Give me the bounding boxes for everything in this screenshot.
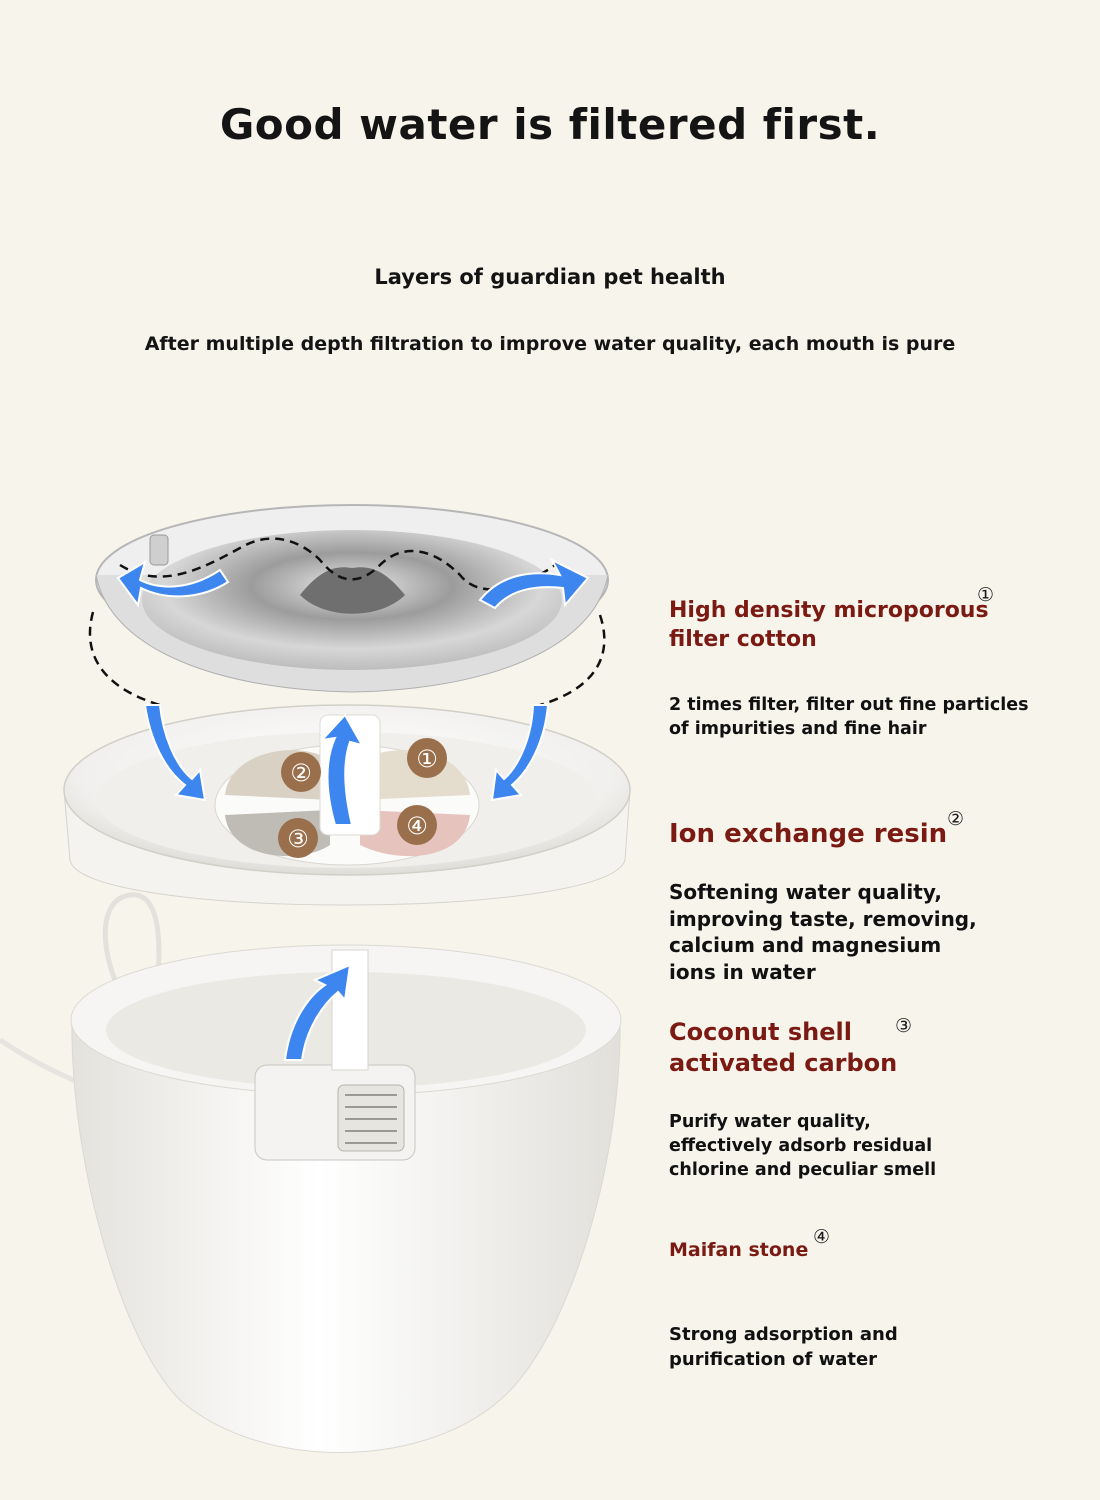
description-line: of impurities and fine hair [669,719,927,739]
feature-number: ③ [895,1015,913,1037]
badge-4: ④ [406,812,428,840]
water-flow-path [88,537,606,707]
feature-title-line: High density microporous [669,598,989,623]
arrow-icon [283,963,352,1061]
description-line: effectively adsorb residual [669,1136,933,1156]
feature-1-description: 2 times filter, filter out fine particle… [669,693,1049,741]
arrow-icon [116,559,230,608]
description-line: purification of water [669,1349,878,1370]
feature-number: ① [977,584,995,606]
feature-title-line: activated carbon [669,1049,898,1077]
description-line: Purify water quality, [669,1112,871,1132]
badge-3: ③ [287,825,309,853]
flow-arrows [116,557,590,1061]
arrow-icon [143,704,207,802]
feature-title-line: Ion exchange resin [669,819,948,849]
feature-2-description: Softening water quality, improving taste… [669,879,1049,985]
arrow-icon [490,704,550,802]
filter-number-badges: ① ② ③ ④ [278,738,447,858]
feature-2: Ion exchange resin ② [669,808,1059,850]
base-container [70,944,622,1453]
section-tagline: After multiple depth filtration to impro… [144,333,956,355]
arrow-icon [319,713,365,826]
description-line: chlorine and peculiar smell [669,1160,937,1180]
feature-1: High density microporous filter cotton ① [669,584,1059,654]
description-line: improving taste, removing, [669,906,977,931]
section-subheading: Layers of guardian pet health [374,265,726,289]
feature-3-description: Purify water quality, effectively adsorb… [669,1110,1049,1182]
feature-title-line: Coconut shell [669,1018,852,1046]
page-headline: Good water is filtered first. [219,100,881,149]
stainless-top-plate [95,504,609,693]
water-fountain-illustration: ① ② ③ ④ [0,504,631,1453]
description-line: Strong adsorption and [669,1324,898,1345]
description-line: 2 times filter, filter out fine particle… [669,695,1029,715]
feature-3: Coconut shell activated carbon ③ [669,1015,1059,1079]
description-line: Softening water quality, [669,880,942,904]
description-line: calcium and magnesium [669,933,942,957]
arrow-icon [478,557,590,610]
feature-title-line: Maifan stone [669,1239,809,1261]
feature-4-description: Strong adsorption and purification of wa… [669,1322,1049,1372]
feature-number: ② [947,808,965,830]
water-pump [254,949,416,1161]
description-line: ions in water [669,959,816,984]
badge-1: ① [416,745,438,773]
feature-4: Maifan stone ④ [669,1226,1059,1263]
feature-title-line: filter cotton [669,627,817,652]
feature-number: ④ [813,1226,831,1248]
badge-2: ② [290,759,312,787]
